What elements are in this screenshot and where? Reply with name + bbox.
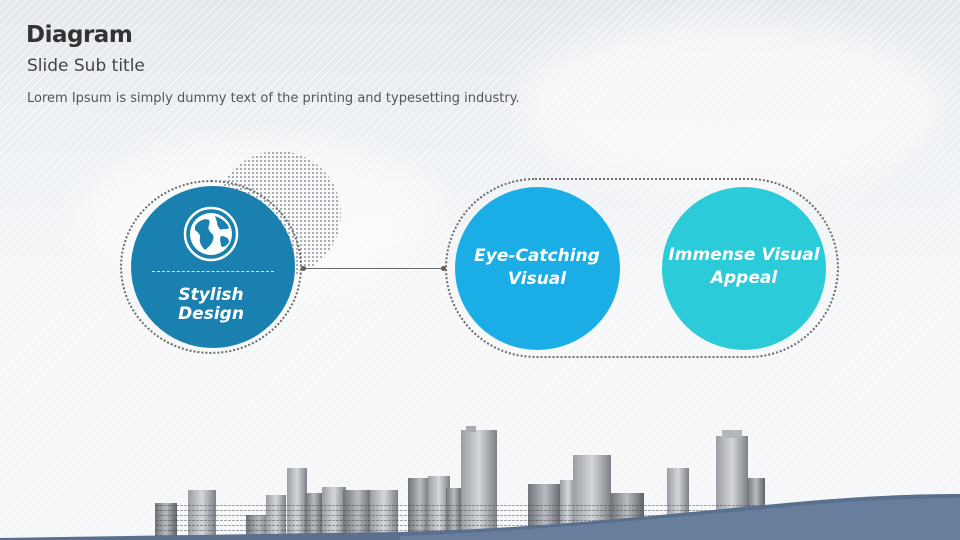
node3-label-line2: Appeal <box>710 268 778 288</box>
connector-dot-right <box>441 266 446 271</box>
node2-label-line2: Visual <box>507 269 567 289</box>
cloud <box>520 20 940 190</box>
connector-line <box>304 268 444 269</box>
globe-icon <box>183 206 239 262</box>
node1-label-line1: Stylish <box>178 285 244 305</box>
connector-dot-left <box>301 266 306 271</box>
node3-label: Immense Visual Appeal <box>654 244 834 290</box>
slide-description: Lorem Ipsum is simply dummy text of the … <box>27 91 520 106</box>
node-eye-catching-visual <box>455 187 620 350</box>
node1-label-line2: Design <box>178 304 244 324</box>
divider-line <box>152 271 274 272</box>
slide-subtitle: Slide Sub title <box>27 56 145 76</box>
node3-label-line1: Immense Visual <box>668 245 820 265</box>
group-dotted-capsule <box>445 178 839 358</box>
node-immense-visual-appeal <box>662 187 826 350</box>
node2-label: Eye-Catching Visual <box>447 245 627 291</box>
slide-title: Diagram <box>26 22 133 48</box>
node2-label-line1: Eye-Catching <box>474 246 600 266</box>
node1-label: Stylish Design <box>131 286 291 324</box>
node-stylish-design <box>131 186 295 348</box>
